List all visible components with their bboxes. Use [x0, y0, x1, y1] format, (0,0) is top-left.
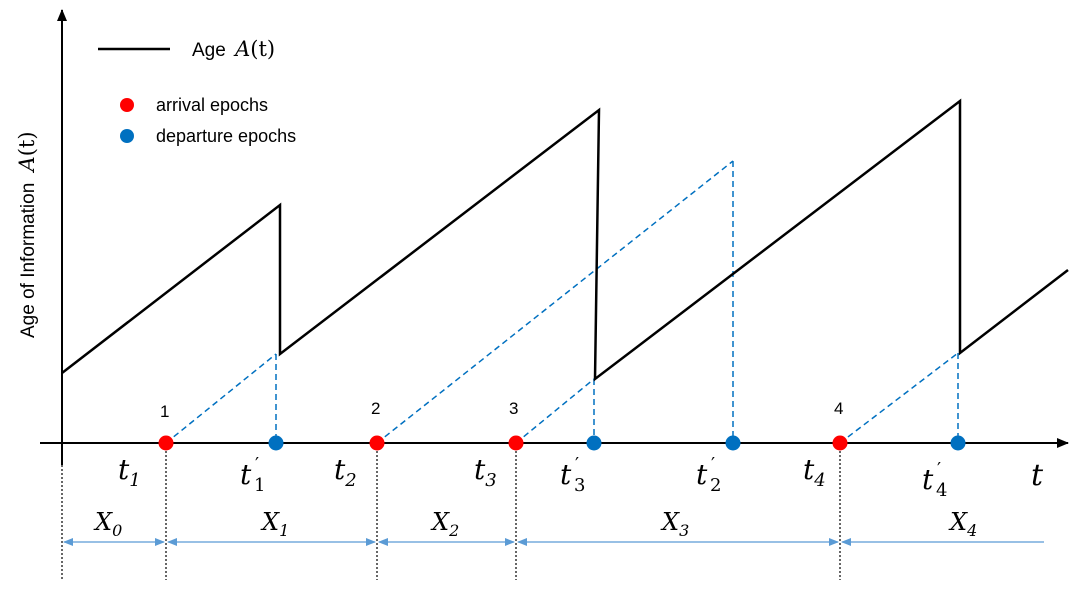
svg-text:t: t	[922, 463, 934, 496]
svg-text:4: 4	[936, 480, 947, 501]
arrival-point-3	[508, 435, 524, 451]
interval-label-x0: X0	[93, 508, 122, 540]
departure-point-2	[725, 435, 741, 451]
svg-text:′: ′	[937, 459, 941, 480]
arrival-point-4	[832, 435, 848, 451]
svg-text:t: t	[696, 458, 708, 491]
interval-label-x3: X3	[660, 508, 689, 540]
interval-label-x2: X2	[430, 508, 459, 540]
departure-label-t1-prime: t 1 ′	[240, 454, 265, 496]
update-label-4: 4	[834, 399, 843, 418]
dashed-age-lines	[165, 160, 959, 444]
svg-text:t: t	[560, 458, 572, 491]
svg-text:1: 1	[254, 475, 265, 496]
interval-label-x4: X4	[948, 508, 977, 540]
update-label-3: 3	[509, 399, 518, 418]
departure-point-3	[586, 435, 602, 451]
arrival-label-t3: t3	[474, 453, 497, 491]
update-label-2: 2	[371, 399, 380, 418]
arrival-label-t1: t1	[118, 453, 141, 491]
arrival-label-t4: t4	[803, 453, 826, 491]
svg-text:t: t	[240, 458, 252, 491]
legend-departure-marker	[120, 129, 134, 143]
departure-label-t2-prime: t 2 ′	[696, 454, 721, 496]
interval-label-x1: X1	[260, 508, 289, 540]
svg-text:′: ′	[711, 454, 715, 475]
age-sawtooth-curve	[61, 98, 1069, 382]
arrival-point-2	[369, 435, 385, 451]
svg-text:′: ′	[255, 454, 259, 475]
legend-arrival-marker	[120, 98, 134, 112]
svg-text:3: 3	[574, 475, 585, 496]
update-label-1: 1	[160, 402, 169, 421]
departure-point-1	[268, 435, 284, 451]
svg-text:′: ′	[575, 454, 579, 475]
departure-point-4	[950, 435, 966, 451]
arrival-label-t2: t2	[334, 453, 357, 491]
legend-age-label: Age A(t)	[192, 37, 275, 61]
departure-label-t3-prime: t 3 ′	[560, 454, 585, 496]
legend-arrival-label: arrival epochs	[156, 95, 268, 115]
y-axis-label: Age of Information A(t)	[15, 131, 39, 338]
x-axis-symbol: t	[1031, 458, 1044, 493]
departure-label-t4-prime: t 4 ′	[922, 459, 947, 501]
arrival-point-1	[158, 435, 174, 451]
svg-text:2: 2	[710, 475, 721, 496]
legend-departure-label: departure epochs	[156, 126, 296, 146]
